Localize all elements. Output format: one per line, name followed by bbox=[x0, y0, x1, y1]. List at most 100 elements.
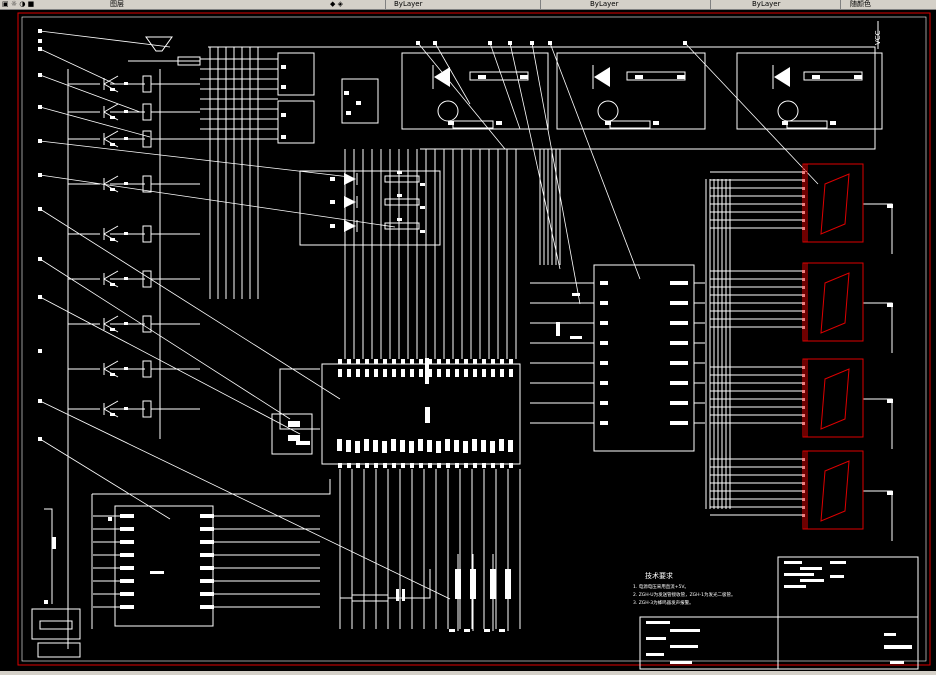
pad bbox=[509, 463, 513, 468]
color-dropdown[interactable]: ByLayer bbox=[394, 0, 423, 8]
pad bbox=[830, 561, 846, 564]
components bbox=[103, 36, 799, 627]
resistor bbox=[786, 120, 828, 129]
pad bbox=[281, 113, 286, 117]
wire bbox=[863, 490, 893, 541]
seven-segment-displays bbox=[802, 163, 864, 530]
pin-mark bbox=[337, 439, 342, 451]
leader bbox=[39, 106, 151, 138]
pin-mark bbox=[409, 441, 414, 453]
pad bbox=[383, 359, 387, 364]
pad bbox=[449, 629, 455, 632]
pad bbox=[600, 321, 608, 325]
pad bbox=[520, 75, 528, 79]
outer-border bbox=[17, 12, 931, 666]
pad bbox=[478, 75, 486, 79]
pad bbox=[482, 359, 486, 364]
pad bbox=[110, 238, 115, 241]
notes-line-1: 1. 电源电压采用直流+5V。 bbox=[633, 583, 689, 590]
wire bbox=[863, 302, 893, 353]
technical-notes: 技术要求 1. 电源电压采用直流+5V。 2. ZGH-U为发送管接收管，ZGH… bbox=[633, 571, 736, 606]
pad bbox=[782, 121, 788, 125]
pad bbox=[200, 605, 214, 609]
pad bbox=[600, 381, 608, 385]
pad bbox=[200, 553, 214, 557]
layer-tools-icon[interactable]: ◆ ◈ bbox=[330, 0, 343, 8]
pad bbox=[410, 463, 414, 468]
pin-mark bbox=[427, 440, 432, 452]
pad bbox=[110, 373, 115, 376]
layer-icon[interactable]: ▣ ☼ ◑ ■ bbox=[2, 0, 35, 8]
pad bbox=[347, 463, 351, 468]
speaker bbox=[145, 36, 173, 52]
pad bbox=[120, 605, 134, 609]
pad bbox=[464, 463, 468, 468]
pin-mark bbox=[401, 369, 405, 377]
layer-dropdown[interactable]: 图层 bbox=[110, 0, 124, 8]
pad bbox=[470, 569, 476, 599]
leader bbox=[39, 258, 291, 420]
leader bbox=[39, 30, 171, 48]
pad bbox=[473, 463, 477, 468]
pin-mark bbox=[473, 369, 477, 377]
wire bbox=[863, 398, 893, 449]
pin-mark bbox=[347, 369, 351, 377]
pin-mark bbox=[446, 369, 450, 377]
pad bbox=[484, 629, 490, 632]
wire bbox=[103, 103, 119, 113]
cad-drawing-canvas[interactable]: VCC 技术要求 1. 电源电压采用直流+5V。 2. ZGH-U为发送管接收管… bbox=[0, 9, 936, 671]
pad bbox=[646, 653, 664, 656]
wire bbox=[103, 175, 119, 185]
pad bbox=[600, 301, 608, 305]
pad bbox=[401, 359, 405, 364]
pad bbox=[120, 514, 134, 518]
pad bbox=[344, 91, 349, 95]
pad bbox=[425, 358, 429, 384]
leader bbox=[509, 42, 561, 270]
pad bbox=[124, 182, 128, 185]
pad bbox=[800, 579, 824, 582]
pad bbox=[491, 463, 495, 468]
pad bbox=[455, 359, 459, 364]
drawing-border bbox=[17, 12, 931, 666]
notes-line-3: 3. ZGH-3为蜂鸣器发声报警。 bbox=[633, 599, 694, 606]
pad bbox=[428, 463, 432, 468]
display-glyph bbox=[820, 460, 850, 522]
vcc-rail bbox=[208, 46, 876, 150]
pad bbox=[330, 224, 335, 228]
pin-mark bbox=[508, 440, 513, 452]
pad bbox=[455, 569, 461, 599]
plotstyle-dropdown[interactable]: 随颜色 bbox=[850, 0, 871, 8]
leader bbox=[549, 42, 641, 280]
pad bbox=[572, 293, 580, 296]
crystal-box bbox=[271, 413, 313, 455]
linetype-dropdown[interactable]: ByLayer bbox=[590, 0, 619, 8]
seven-seg-display bbox=[804, 262, 864, 342]
pad bbox=[446, 359, 450, 364]
pad bbox=[670, 341, 688, 345]
pad bbox=[38, 39, 42, 43]
pad bbox=[646, 637, 666, 640]
pad bbox=[482, 463, 486, 468]
pad bbox=[392, 359, 396, 364]
pin-mark bbox=[472, 439, 477, 451]
pad bbox=[884, 633, 896, 636]
pad bbox=[296, 441, 310, 445]
pad bbox=[124, 137, 128, 140]
pad bbox=[600, 341, 608, 345]
pad bbox=[124, 277, 128, 280]
lineweight-dropdown[interactable]: ByLayer bbox=[752, 0, 781, 8]
wire bbox=[103, 75, 119, 85]
pin-mark bbox=[437, 369, 441, 377]
pad bbox=[110, 188, 115, 191]
pin-mark bbox=[436, 441, 441, 453]
pin-mark bbox=[338, 369, 342, 377]
pad bbox=[500, 359, 504, 364]
phototransistor bbox=[597, 100, 619, 122]
pad bbox=[44, 600, 48, 604]
wire bbox=[44, 508, 53, 604]
pad bbox=[401, 463, 405, 468]
leader bbox=[39, 208, 341, 400]
cad-toolbar: ▣ ☼ ◑ ■ 图层 ◆ ◈ ByLayer ByLayer ByLayer 随… bbox=[0, 0, 936, 10]
pin-mark bbox=[481, 440, 486, 452]
